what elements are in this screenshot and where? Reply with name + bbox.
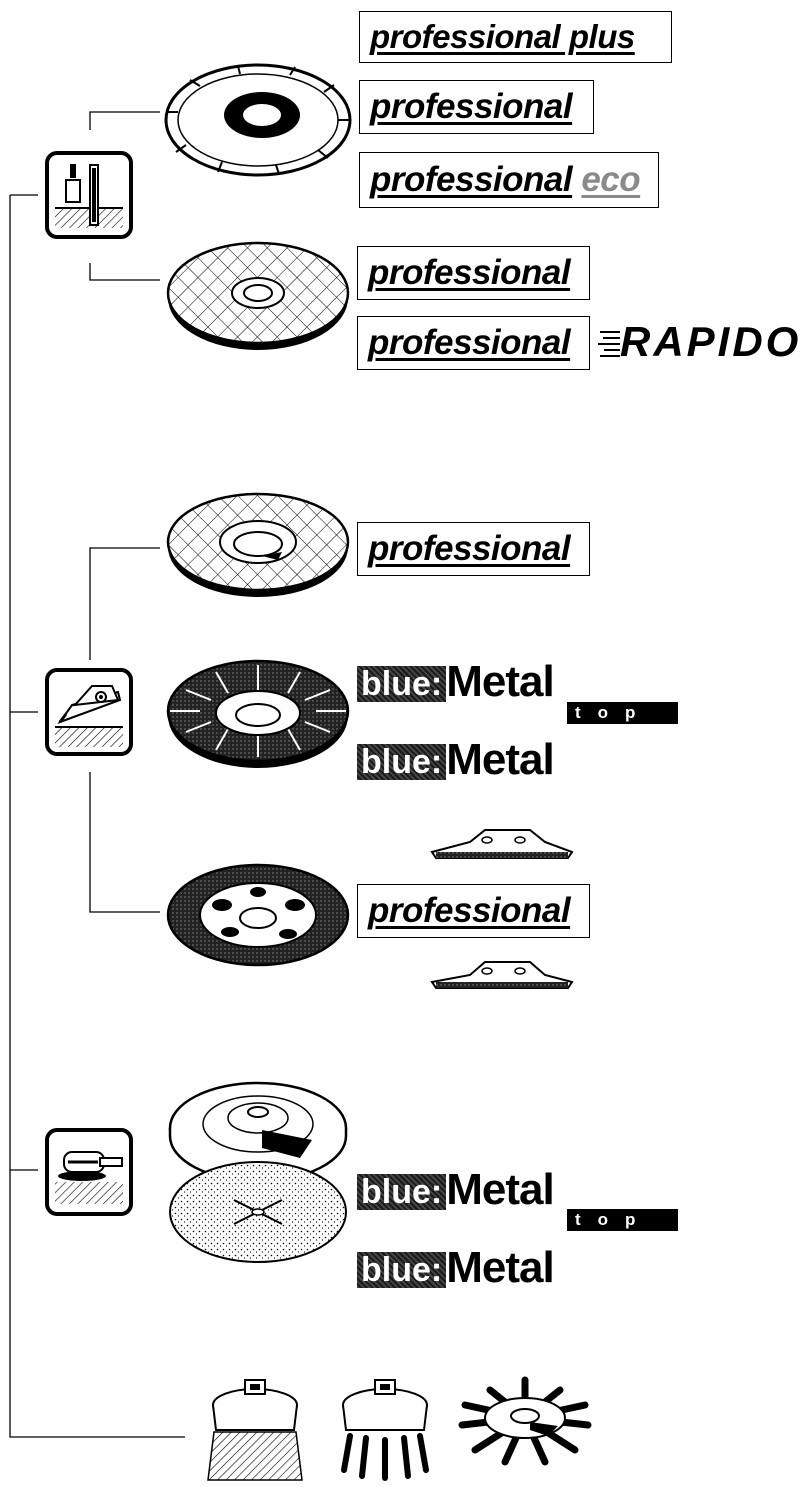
connector-lines [9,111,185,1438]
badge-professional-plus: professional plus [359,11,672,63]
cutting-application-icon [45,151,133,239]
diamond-blade-disc [164,63,352,177]
badge-label: professional [370,87,573,126]
badge-professional-diamond: professional [359,80,594,134]
bluemetal-logo-1: blue:Metal [357,735,555,784]
top-label-1: top [567,702,678,724]
badge-label: professional plus [370,18,635,55]
badge-label: professional [370,160,573,199]
badge-professional-eco: professional eco [359,152,659,208]
metal-label: Metal [446,657,554,706]
flap-disc [166,659,350,768]
badge-professional-fibre: professional [357,884,590,938]
badge-label: professional [368,529,571,568]
depressed-centre-disc [166,863,350,967]
rapido-logo: RAPIDO [620,318,802,365]
disc-side-profile-bottom [430,961,574,989]
cup-brush-crimped [207,1379,303,1481]
cutting-disc [166,241,350,350]
wheel-brush-knotted [458,1376,592,1466]
badge-eco-label: eco [581,160,641,199]
disc-side-profile-top [430,829,574,859]
metal-label: Metal [446,735,554,784]
bluemetal-top-logo-2: blue:Metal [357,1165,555,1214]
bluemetal-logo-2: blue:Metal [357,1243,555,1292]
sander-icon [45,1128,133,1216]
badge-label: professional [368,253,571,292]
cup-brush-knotted [341,1379,429,1481]
sanding-sheet [169,1161,347,1263]
metal-label: Metal [446,1165,554,1214]
badge-professional-cutting: professional [357,246,590,300]
badge-label: professional [368,891,571,930]
metal-label: Metal [446,1243,554,1292]
badge-professional-grinding: professional [357,522,590,576]
angle-grinder-icon [45,668,133,756]
badge-professional-rapido: professional [357,316,590,370]
blue-label: blue: [357,1174,447,1210]
rapido-speed-lines [598,331,620,357]
blue-label: blue: [357,744,447,780]
badge-label: professional [368,323,571,362]
blue-label: blue: [357,1252,447,1288]
top-label-2: top [567,1209,678,1231]
blue-label: blue: [357,666,447,702]
bluemetal-top-logo-1: blue:Metal [357,657,555,706]
grinding-disc [166,492,350,597]
